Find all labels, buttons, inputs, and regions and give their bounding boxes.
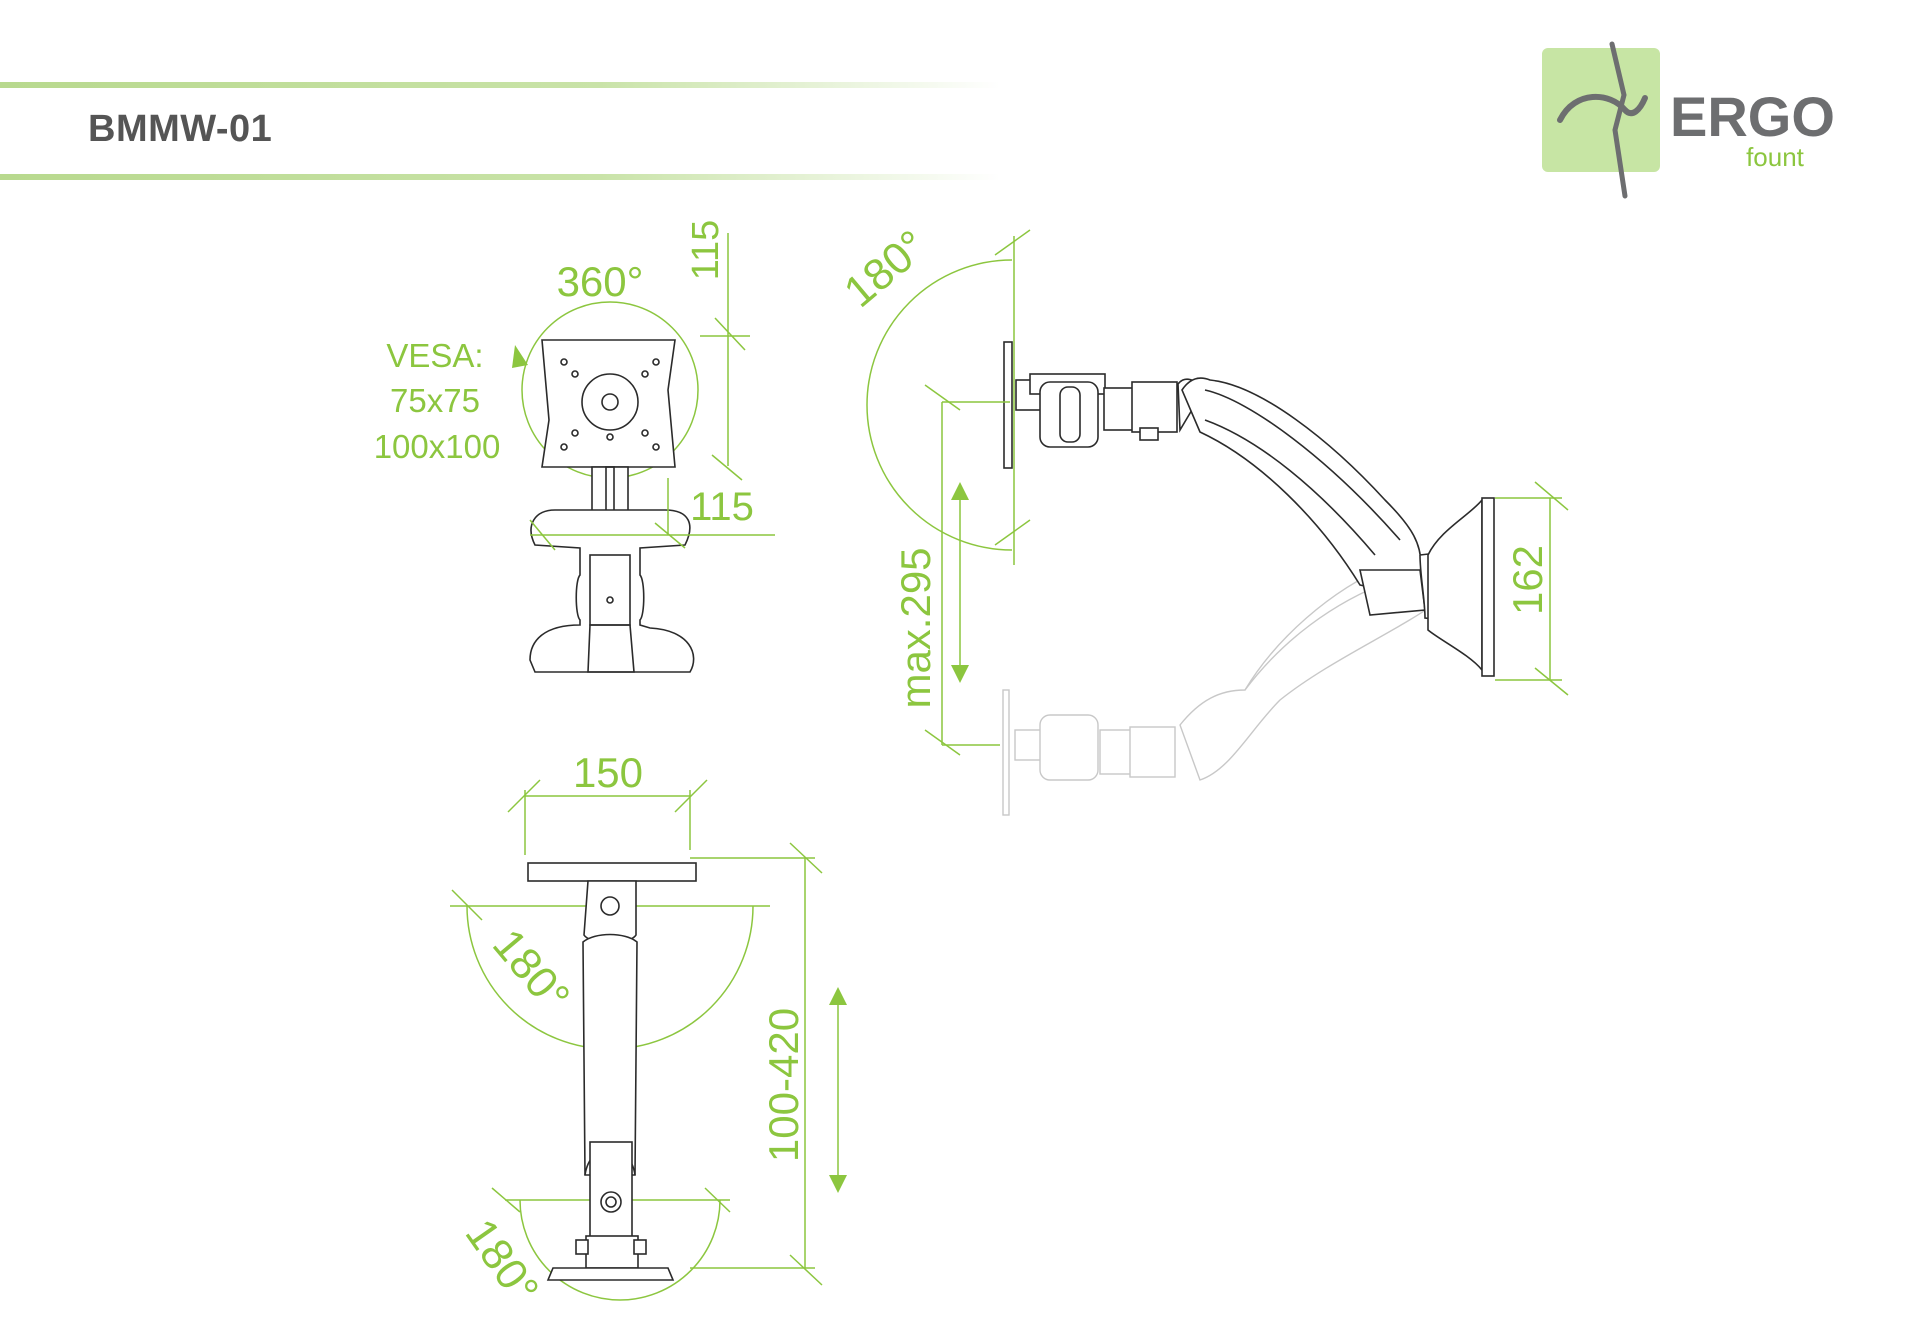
arm-raised [1003,341,1495,677]
side-view: 180° [835,221,1569,816]
wall-plate-dim: 162 [1504,545,1551,615]
front-width-dim: 115 [690,485,754,529]
logo-swoosh-icon [1557,94,1648,123]
rotation-label: 360° [557,258,644,305]
logo-sub-text: fount [1746,142,1805,172]
plate-width-dim: 150 [573,749,643,796]
header-rule-bottom [0,174,1000,180]
logo-figure-icon [1609,41,1628,199]
wall-plate [1481,497,1495,677]
vesa-size-75: 75x75 [390,382,480,419]
reach-up-arrow-icon [829,987,847,1005]
front-height-dim: 115 [685,220,727,281]
lift-label: max.295 [892,547,939,708]
reach-label: 100-420 [760,1008,807,1162]
vesa-center-hole [601,393,619,411]
lift-up-arrow-icon [951,482,969,500]
logo-box [1542,48,1660,172]
top-view: 150 180° 180° [450,749,847,1313]
reach-arm [582,933,638,1176]
front-wall-plate [529,509,695,673]
front-view: 115 115 360° VESA: 75x75 100x100 [374,220,775,673]
lower-swivel-label: 180° [456,1210,548,1313]
model-title: BMMW-01 [88,108,273,150]
gas-spring-arm [1181,377,1422,588]
tilt-joint [1039,381,1099,448]
brand-logo: ERGO fount [1542,41,1835,199]
vesa-size-100: 100x100 [374,428,501,465]
vesa-hub [581,373,639,431]
reach-down-arrow-icon [829,1175,847,1193]
lower-swivel-arc [519,1199,721,1301]
rotation-arrow-icon [512,345,528,368]
tilt-label: 180° [835,221,936,317]
vesa-label: VESA: [386,337,483,374]
monitor-edge [1003,341,1013,469]
upper-swivel-label: 180° [483,920,579,1021]
base-plate-top [546,1267,675,1281]
logo-brand-text: ERGO [1670,85,1835,148]
monitor-plate-top [527,862,697,882]
arm-lowered-ghost [1002,560,1441,816]
header-rule-top [0,82,1000,88]
tilt-arc [866,259,1013,551]
lift-down-arrow-icon [951,665,969,683]
